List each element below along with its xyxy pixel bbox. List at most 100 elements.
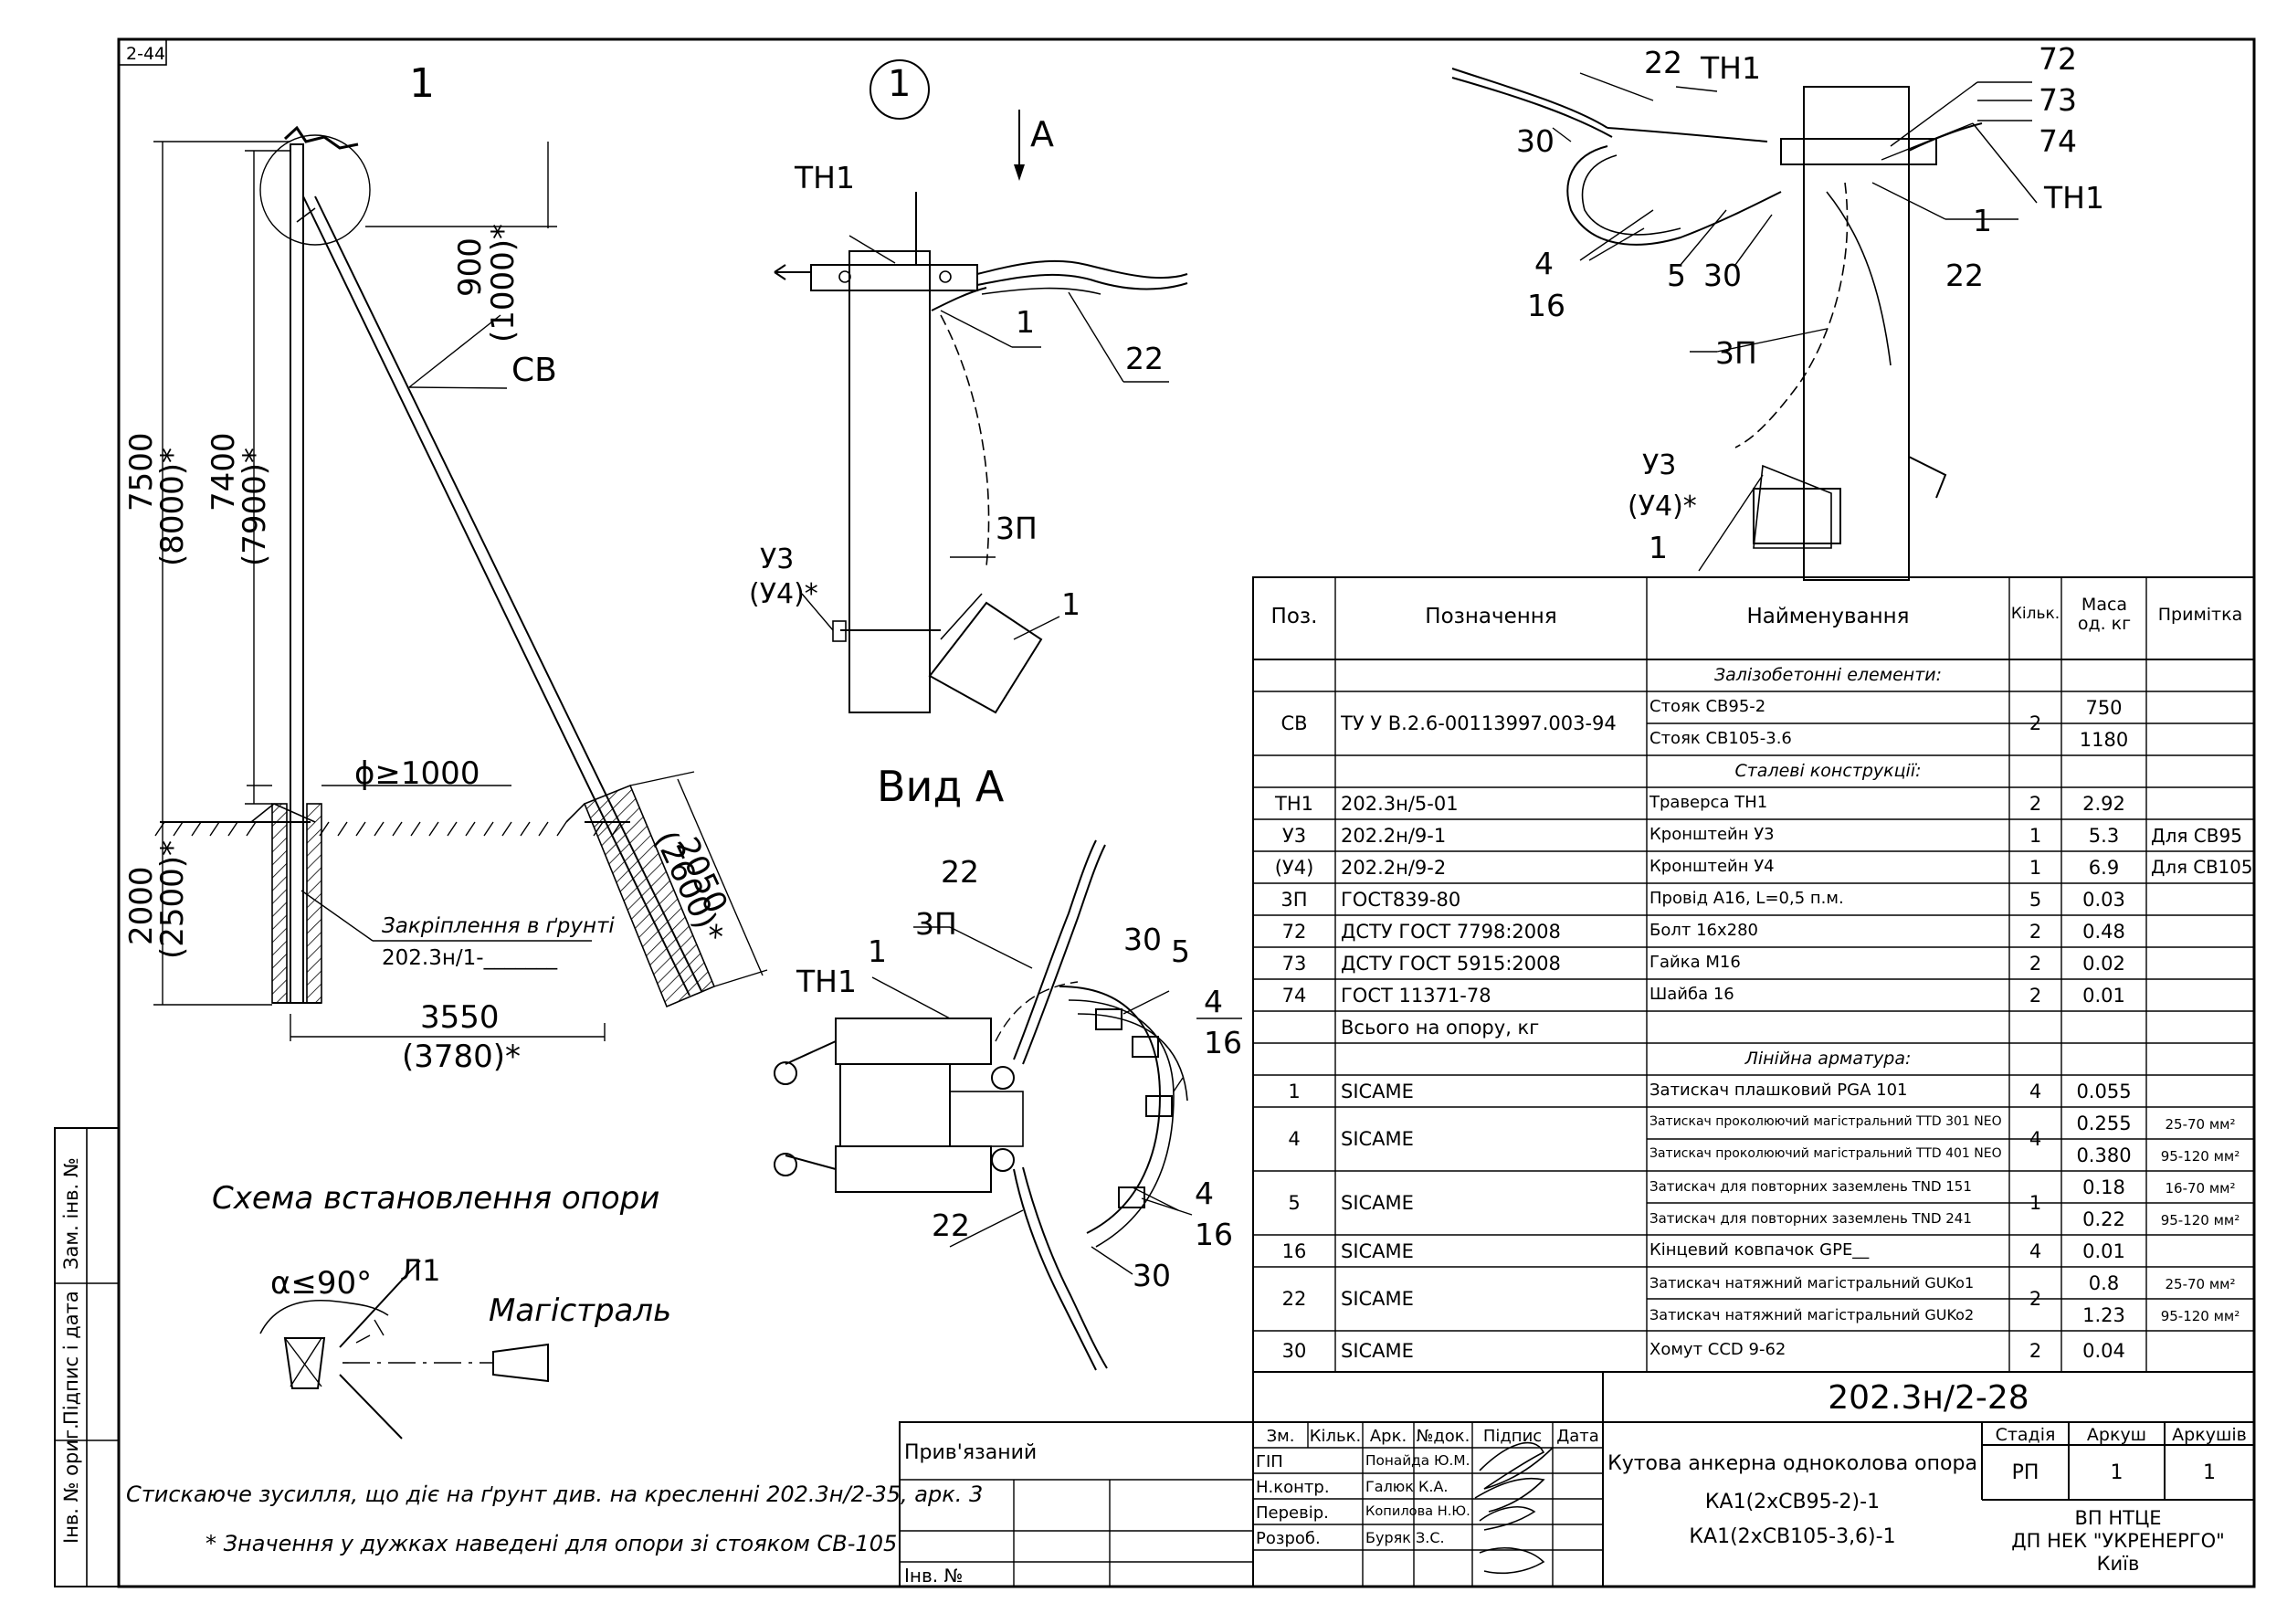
va-n22a: 22 xyxy=(941,854,979,890)
dt-n30a: 30 xyxy=(1516,123,1555,159)
row-total-designation: Всього на опору, кг xyxy=(1341,1017,1540,1039)
row-1-mass: 0.055 xyxy=(2076,1081,2132,1102)
row-u4-name: Кронштейн У4 xyxy=(1649,857,1775,876)
name-nkontr: Галюк К.А. xyxy=(1365,1478,1449,1495)
detail-1-drawing xyxy=(774,59,1188,714)
va-n30a: 30 xyxy=(1123,922,1162,957)
d1-n1a: 1 xyxy=(1016,304,1035,340)
dim-1000: (1000)* xyxy=(485,223,522,343)
role-perevir: Перевір. xyxy=(1256,1503,1329,1523)
row-73-qty: 2 xyxy=(2029,953,2042,975)
va-n4b: 4 xyxy=(1195,1176,1214,1211)
ground-note: Закріплення в ґрунті xyxy=(382,914,615,938)
object-code-2: КА1(2хСВ105-3,6)-1 xyxy=(1689,1525,1896,1548)
va-n5: 5 xyxy=(1171,933,1190,969)
signatures xyxy=(1474,1441,1554,1575)
row-5-designation: SICAME xyxy=(1341,1192,1414,1214)
row-22-designation: SICAME xyxy=(1341,1288,1414,1310)
bound-label: Прив'язаний xyxy=(904,1441,1038,1464)
row-1-pos: 1 xyxy=(1288,1081,1301,1102)
installation-scheme-drawing xyxy=(259,1260,549,1439)
row-u3-qty: 1 xyxy=(2029,825,2042,847)
row-22-mass-1: 0.8 xyxy=(2088,1272,2120,1294)
doc-code: 202.3н/2-28 xyxy=(1828,1379,2029,1417)
th-name: Найменування xyxy=(1746,605,1910,628)
stage-label: Стадія xyxy=(1995,1425,2056,1445)
row-u4-pos: (У4) xyxy=(1274,857,1314,879)
d1-u3: У3 xyxy=(760,543,795,575)
col-ark: Арк. xyxy=(1369,1427,1407,1446)
d1-tn1: ТН1 xyxy=(795,160,855,195)
row-30-qty: 2 xyxy=(2029,1340,2042,1362)
dt-n5: 5 xyxy=(1667,258,1686,293)
dt-n22: 22 xyxy=(1644,45,1682,80)
section-steel: Сталеві конструкції: xyxy=(1734,761,1922,781)
row-74-mass: 0.01 xyxy=(2082,985,2125,1007)
dim-3550: 3550 xyxy=(420,999,500,1036)
row-4-name-2: Затискач проколюючий магістральний TTD 4… xyxy=(1649,1146,2002,1161)
row-cb-pos: СВ xyxy=(1281,712,1308,734)
row-72-qty: 2 xyxy=(2029,921,2042,943)
row-tn1-pos: ТН1 xyxy=(1275,793,1313,815)
va-n16a: 16 xyxy=(1204,1025,1242,1060)
row-5-qty: 1 xyxy=(2029,1192,2042,1214)
row-tn1-mass: 2.92 xyxy=(2082,793,2125,815)
sheets-value: 1 xyxy=(2203,1461,2216,1484)
row-4-mass-1: 0.255 xyxy=(2076,1113,2132,1134)
row-zp-qty: 5 xyxy=(2029,889,2042,911)
spec-table-grid xyxy=(1252,576,2255,1373)
th-qty: Кільк. xyxy=(2010,605,2060,623)
row-tn1-designation: 202.3н/5-01 xyxy=(1341,793,1459,815)
dt-n4: 4 xyxy=(1534,246,1554,281)
scheme-angle: α≤90° xyxy=(270,1265,373,1302)
title-block-grid xyxy=(899,1372,2255,1587)
dt-n30b: 30 xyxy=(1703,258,1742,293)
side-label-signature-date: Підпис і дата xyxy=(60,1291,82,1425)
va-n4a: 4 xyxy=(1204,984,1223,1019)
row-u4-mass: 6.9 xyxy=(2088,857,2120,879)
section-rc: Залізобетонні елементи: xyxy=(1713,665,1943,685)
row-u4-designation: 202.2н/9-2 xyxy=(1341,857,1447,879)
row-5-mass-2: 0.22 xyxy=(2082,1208,2125,1230)
dt-u4: (У4)* xyxy=(1628,490,1697,522)
row-16-designation: SICAME xyxy=(1341,1240,1414,1262)
row-4-name-1: Затискач проколюючий магістральний TTD 3… xyxy=(1649,1114,2002,1129)
row-22-name-2: Затискач натяжний магістральний GUKo2 xyxy=(1649,1306,1975,1323)
row-4-pos: 4 xyxy=(1288,1128,1301,1150)
side-label-inv-orig: Інв. № ориг. xyxy=(60,1423,82,1544)
row-u3-pos: У3 xyxy=(1281,825,1307,847)
va-n22b: 22 xyxy=(932,1207,970,1243)
row-74-name: Шайба 16 xyxy=(1649,985,1734,1004)
col-zm: Зм. xyxy=(1266,1427,1295,1446)
row-30-pos: 30 xyxy=(1281,1340,1307,1362)
row-zp-pos: 3П xyxy=(1281,889,1308,911)
dim-diameter: ϕ≥1000 xyxy=(354,755,480,792)
name-rozrob: Буряк З.С. xyxy=(1365,1529,1445,1546)
scheme-mainline: Магістраль xyxy=(489,1292,672,1329)
dim-8000: (8000)* xyxy=(154,447,191,566)
row-1-qty: 4 xyxy=(2029,1081,2042,1102)
name-perevir: Копилова Н.Ю. xyxy=(1365,1503,1470,1519)
row-tn1-qty: 2 xyxy=(2029,793,2042,815)
va-n1: 1 xyxy=(868,933,887,969)
note-brackets: * Значення у дужках наведені для опори з… xyxy=(206,1531,898,1556)
left-margin-strip xyxy=(54,1127,120,1587)
row-1-name: Затискач плашковий PGA 101 xyxy=(1649,1081,1908,1100)
dt-u3: У3 xyxy=(1642,449,1677,481)
row-5-note-1: 16-70 мм² xyxy=(2165,1180,2236,1197)
row-5-mass-1: 0.18 xyxy=(2082,1176,2125,1198)
va-tn1: ТН1 xyxy=(796,964,857,999)
row-u3-name: Кронштейн У3 xyxy=(1649,825,1775,844)
row-22-mass-2: 1.23 xyxy=(2082,1304,2125,1326)
row-u4-qty: 1 xyxy=(2029,857,2042,879)
row-16-mass: 0.01 xyxy=(2082,1240,2125,1262)
row-1-designation: SICAME xyxy=(1341,1081,1414,1102)
row-72-designation: ДСТУ ГОСТ 7798:2008 xyxy=(1341,921,1561,943)
row-74-designation: ГОСТ 11371-78 xyxy=(1341,985,1491,1007)
row-22-pos: 22 xyxy=(1281,1288,1307,1310)
row-cb-mass-2: 1180 xyxy=(2079,729,2129,751)
va-zp: 3П xyxy=(915,906,957,942)
row-zp-name: Провід А16, L=0,5 п.м. xyxy=(1649,889,1844,908)
d1-n1b: 1 xyxy=(1061,586,1080,622)
